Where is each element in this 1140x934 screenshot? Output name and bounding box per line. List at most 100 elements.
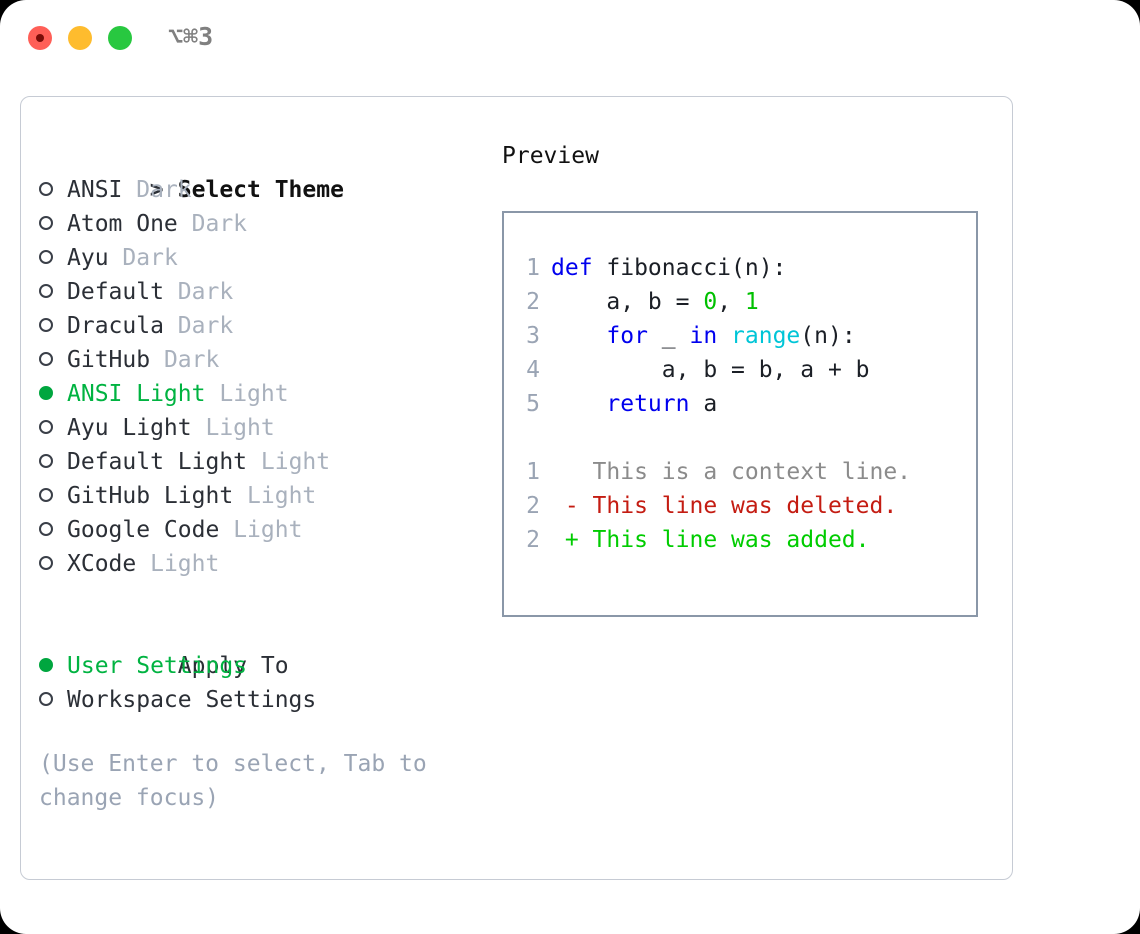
radio-dot [39, 181, 53, 196]
line-number: 2 [526, 493, 540, 519]
minimize-button[interactable] [68, 26, 92, 50]
radio-dot [39, 215, 53, 230]
radio-unselected-icon [39, 173, 67, 207]
code-line: 3 for _ in range(n): [518, 319, 976, 353]
theme-list-item[interactable]: Dracula Dark [39, 309, 479, 343]
theme-name-label: GitHub Light [67, 483, 234, 509]
diff-line-text: - This line was deleted. [551, 493, 898, 519]
preview-title: Preview [502, 143, 599, 169]
line-number: 1 [526, 255, 540, 281]
theme-name-label: Default [67, 279, 164, 305]
theme-variant-label: Dark [163, 347, 220, 373]
code-line: 1 def fibonacci(n): [518, 251, 976, 285]
theme-list-item[interactable]: Ayu Light Light [39, 411, 479, 445]
radio-dot [39, 487, 53, 502]
maximize-button[interactable] [108, 26, 132, 50]
theme-variant-label: Dark [177, 313, 234, 339]
theme-label-gap [219, 517, 233, 543]
code-token: , [717, 289, 745, 315]
theme-list-item[interactable]: ANSI Dark [39, 173, 479, 207]
list-spacer [39, 581, 479, 615]
code-token: a, b = b, a + b [551, 357, 870, 383]
code-token: _ [647, 323, 690, 349]
radio-dot [39, 351, 53, 366]
radio-dot [39, 691, 53, 706]
theme-label-gap [192, 415, 206, 441]
apply-to-item[interactable]: User Settings [39, 649, 479, 683]
radio-unselected-icon [39, 513, 67, 547]
radio-unselected-icon [39, 343, 67, 377]
theme-name-label: Ayu [67, 245, 109, 271]
code-line: 4 a, b = b, a + b [518, 353, 976, 387]
code-token [551, 323, 606, 349]
code-token [551, 391, 606, 417]
code-token: 1 [744, 289, 759, 315]
line-number: 1 [526, 459, 540, 485]
diff-line: 2 - This line was deleted. [518, 489, 976, 523]
theme-variant-label: Light [219, 381, 289, 407]
theme-list-item[interactable]: XCode Light [39, 547, 479, 581]
theme-name-label: ANSI [67, 177, 123, 203]
theme-variant-label: Light [205, 415, 275, 441]
theme-list-item[interactable]: Google Code Light [39, 513, 479, 547]
theme-label-gap [136, 551, 150, 577]
focus-caret-icon: > [149, 177, 178, 203]
theme-list-item[interactable]: Atom One Dark [39, 207, 479, 241]
theme-label-gap [150, 347, 164, 373]
radio-unselected-icon [39, 445, 67, 479]
line-number: 5 [526, 391, 540, 417]
keyboard-hint-text: (Use Enter to select, Tab to change focu… [39, 751, 441, 811]
theme-list-item[interactable]: GitHub Dark [39, 343, 479, 377]
theme-name-label: Ayu Light [67, 415, 192, 441]
apply-to-label: User Settings [67, 653, 248, 679]
theme-list-item[interactable]: ANSI Light Light [39, 377, 479, 411]
code-diff-gap [518, 421, 976, 455]
apply-to-item[interactable]: Workspace Settings [39, 683, 479, 717]
title-bar: ⌥⌘3 [0, 0, 1140, 78]
diff-line-text: This is a context line. [551, 459, 912, 485]
radio-unselected-icon [39, 309, 67, 343]
theme-label-gap [109, 245, 123, 271]
radio-dot [39, 657, 53, 672]
theme-name-label: Google Code [67, 517, 220, 543]
theme-name-label: GitHub [67, 347, 151, 373]
theme-variant-label: Light [260, 449, 331, 475]
radio-unselected-icon [39, 479, 67, 513]
code-line: 2 a, b = 0, 1 [518, 285, 976, 319]
code-token: 0 [703, 289, 718, 315]
theme-label-gap [205, 381, 219, 407]
theme-label-gap [178, 211, 192, 237]
code-token: def [551, 255, 593, 281]
diff-line: 2 + This line was added. [518, 523, 976, 557]
line-number: 4 [526, 357, 540, 383]
theme-name-label: Dracula [67, 313, 164, 339]
radio-dot [39, 249, 53, 264]
close-button[interactable] [28, 26, 52, 50]
theme-name-label: XCode [67, 551, 137, 577]
theme-variant-label: Dark [136, 177, 192, 203]
theme-name-label: ANSI Light [67, 381, 206, 407]
code-token: fibonacci(n): [592, 255, 787, 281]
radio-dot [39, 385, 53, 400]
apply-to-label: Workspace Settings [67, 687, 317, 713]
line-number: 3 [526, 323, 540, 349]
radio-dot [39, 283, 53, 298]
theme-variant-label: Dark [122, 245, 178, 271]
theme-list-item[interactable]: Default Dark [39, 275, 479, 309]
theme-variant-label: Light [247, 483, 317, 509]
theme-list-item[interactable]: Default Light Light [39, 445, 479, 479]
theme-list-item[interactable]: GitHub Light Light [39, 479, 479, 513]
theme-list-item[interactable]: Ayu Dark [39, 241, 479, 275]
line-number: 2 [526, 527, 540, 553]
radio-unselected-icon [39, 683, 67, 717]
code-token: for [606, 323, 648, 349]
diff-sample: 1 This is a context line. 2 - This line w… [518, 455, 976, 557]
theme-name-label: Default Light [67, 449, 248, 475]
